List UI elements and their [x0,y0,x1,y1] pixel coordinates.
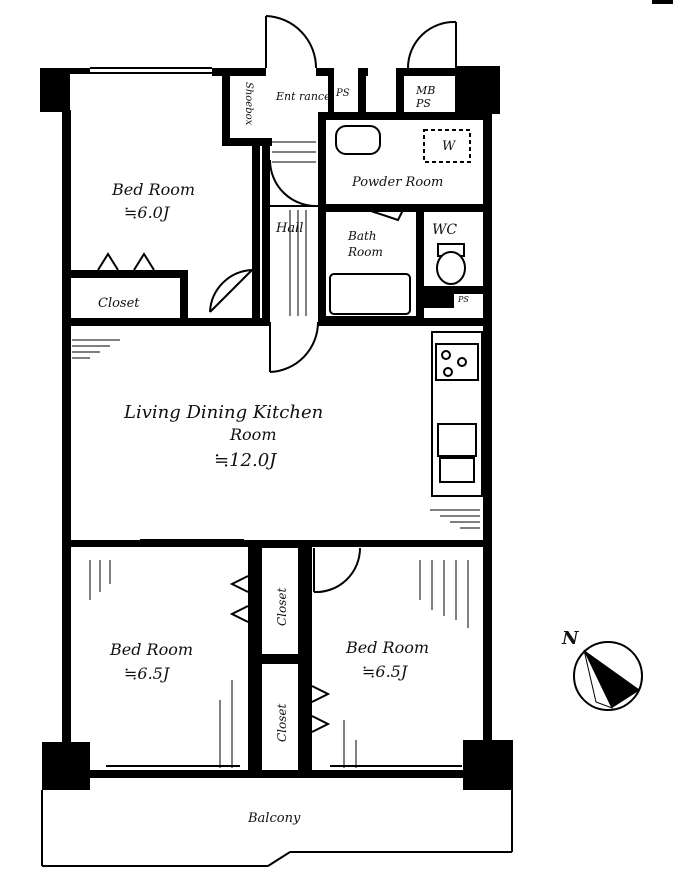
compass-north-label: N [561,628,580,649]
hall-label: Hall [275,221,303,236]
bath-room-label: Room [347,245,383,259]
wc-label: WC [432,222,457,238]
ps-label: PS [335,88,350,99]
kitchen-counter [431,331,483,497]
shoebox-label: Shoebox [243,82,254,126]
mb-label: MB [415,84,435,97]
corner-mark [652,0,673,4]
entrance-label: Ent rance [275,90,331,103]
balcony-outline [41,790,513,867]
powder-room-fixtures [335,125,471,222]
balcony-label: Balcony [247,811,301,826]
entrance-door[interactable] [265,15,317,69]
compass-icon [573,641,643,711]
washer-label: W [442,139,457,154]
bath-label: Bath [347,229,377,243]
ldk-size: ≒12.0J [214,450,278,471]
mb-ps-label: PS [415,97,431,110]
ldk-room-label: Room [229,425,276,444]
bed-room-right-size: ≒6.5J [362,662,409,681]
ps-small-label: PS [457,295,469,304]
closet-mid-doors[interactable] [229,575,331,733]
toilet-icon [436,243,466,285]
bed-room-left-size: ≒6.5J [124,664,171,683]
mbps-door[interactable] [406,20,457,69]
bedroom-top-door[interactable] [209,269,253,313]
bedroom-right-door[interactable] [313,547,362,594]
ldk-door[interactable] [269,321,320,373]
ldk-label: Living Dining Kitchen [123,402,323,423]
wall-hatching [72,339,480,768]
hall-door[interactable] [268,159,319,208]
bed-room-right-label: Bed Room [345,638,429,657]
powder-room-label: Powder Room [351,175,443,190]
bathtub [329,273,411,315]
closet-top-label: Closet [98,296,140,311]
bed-room-top-label: Bed Room [111,180,195,199]
bed-room-left-label: Bed Room [109,640,193,659]
closet-mid-lower-label: Closet [275,703,289,742]
hall-steps [272,141,316,316]
window-top [90,67,212,74]
bed-room-top-size: ≒6.0J [124,203,171,222]
closet-top-doors[interactable] [97,252,155,271]
closet-mid-upper-label: Closet [275,587,289,626]
